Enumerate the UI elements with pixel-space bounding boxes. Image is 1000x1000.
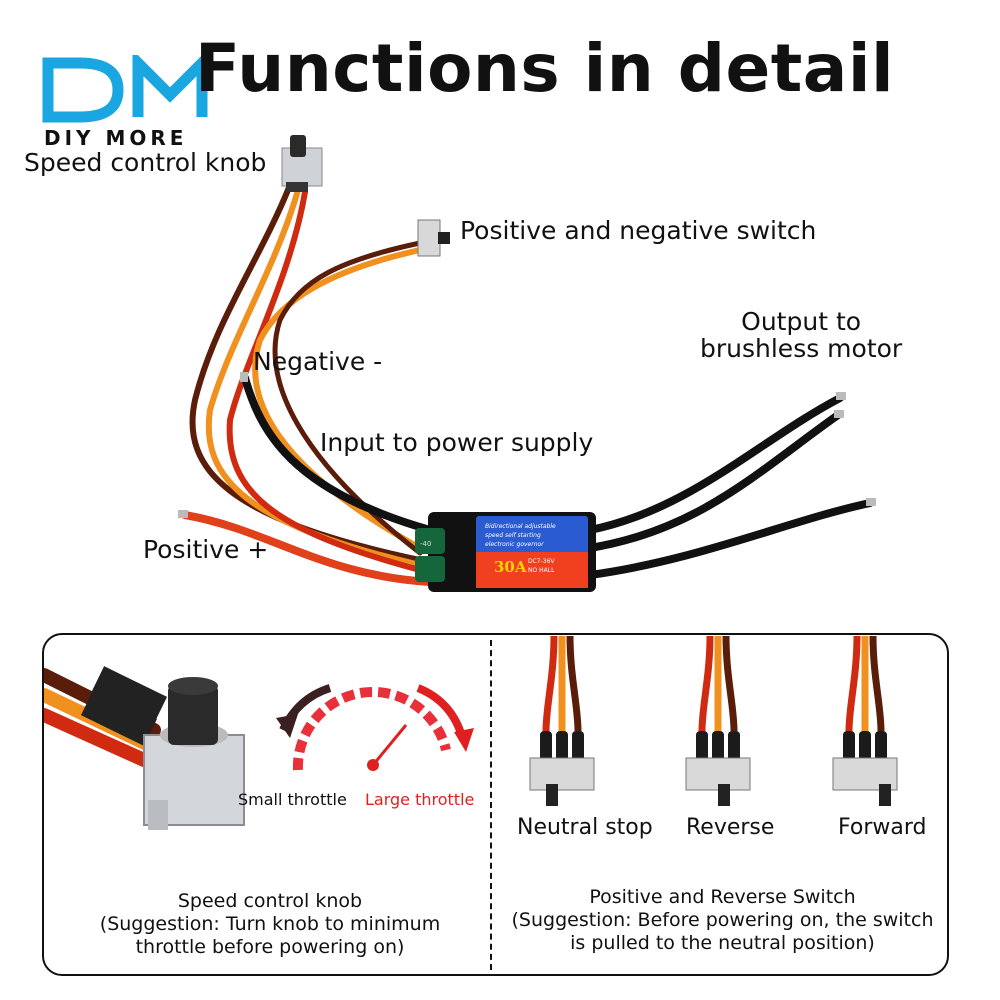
esc-voltage: DC7-36V <box>528 558 555 565</box>
switch-1-icon <box>529 636 595 806</box>
esc-text-line3: electronic governor <box>485 541 544 548</box>
esc-text-line1: Bidirectional adjustable <box>485 523 556 530</box>
caption-speed-knob: Speed control knob (Suggestion: Turn kno… <box>99 890 441 958</box>
switch-icon <box>417 219 450 257</box>
label-reverse: Reverse <box>686 815 775 840</box>
page-title: Functions in detail <box>195 30 895 107</box>
label-speed-knob: Speed control knob <box>24 148 267 177</box>
esc-rating: 30A <box>494 558 527 576</box>
label-forward: Forward <box>838 815 927 840</box>
caption-switch: Positive and Reverse Switch (Suggestion:… <box>511 886 934 954</box>
label-input: Input to power supply <box>320 428 594 457</box>
logo-brand-text: DIY MORE <box>44 126 187 150</box>
esc-text-line2: speed self starting <box>485 532 541 539</box>
esc-wiring-diagram: Bidirectional adjustable speed self star… <box>178 135 876 592</box>
knob-illustration <box>44 666 245 830</box>
esc-module <box>415 512 596 592</box>
label-negative: Negative - <box>253 347 383 376</box>
throttle-gauge-icon <box>276 684 474 771</box>
switch-3-icon <box>832 636 898 806</box>
diymore-logo: DIY MORE <box>42 55 208 150</box>
label-large-throttle: Large throttle <box>365 790 475 809</box>
esc-type: NO HALL <box>528 567 555 574</box>
label-small-throttle: Small throttle <box>238 790 347 809</box>
knob-icon <box>281 135 323 192</box>
label-positive: Positive + <box>143 535 269 564</box>
switch-2-icon <box>685 636 751 806</box>
label-pn-switch: Positive and negative switch <box>460 216 817 245</box>
esc-capacitor-text: -40 <box>420 540 431 548</box>
panel-divider <box>490 640 492 970</box>
label-output: Output to brushless motor <box>700 307 903 363</box>
switch-positions-illustration <box>529 636 898 806</box>
label-neutral-stop: Neutral stop <box>517 815 653 840</box>
